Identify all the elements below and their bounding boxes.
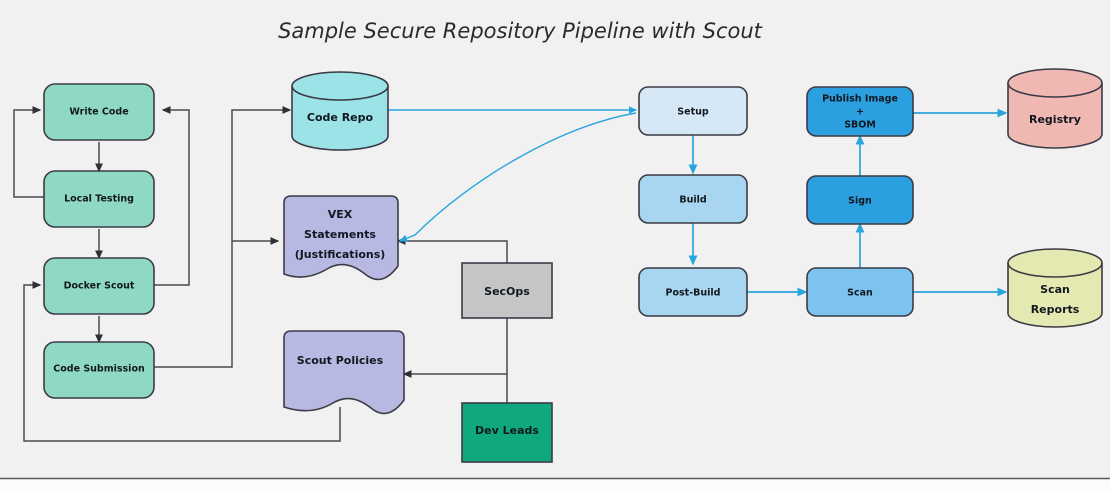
node-build[interactable]: Build — [638, 174, 748, 224]
dev-leads-shape[interactable] — [461, 402, 553, 463]
node-dev-leads[interactable]: Dev Leads — [461, 402, 553, 463]
registry-body[interactable] — [1007, 68, 1103, 149]
scan-reports-top-ellipse — [1007, 262, 1103, 278]
node-code-submission[interactable]: Code Submission — [43, 341, 155, 399]
local-testing-shape[interactable] — [43, 170, 155, 228]
code-repo-top-ellipse — [291, 85, 389, 101]
node-registry[interactable]: Registry — [1007, 68, 1103, 149]
node-write-code[interactable]: Write Code — [43, 83, 155, 141]
node-secops[interactable]: SecOps — [461, 262, 553, 319]
scan-shape[interactable] — [806, 267, 914, 317]
node-sign[interactable]: Sign — [806, 175, 914, 225]
build-shape[interactable] — [638, 174, 748, 224]
footer-band — [0, 479, 1110, 491]
code-submission-shape[interactable] — [43, 341, 155, 399]
edge-secops-to-vex-statements — [396, 237, 508, 263]
setup-shape[interactable] — [638, 86, 748, 136]
node-scan[interactable]: Scan — [806, 267, 914, 317]
edge-local-testing-to-write-code — [13, 106, 44, 198]
sign-shape[interactable] — [806, 175, 914, 225]
registry-top-ellipse — [1007, 82, 1103, 98]
node-code-repo[interactable]: Code Repo — [291, 71, 389, 151]
node-publish-image[interactable]: Publish Image + SBOM — [806, 86, 914, 137]
node-setup[interactable]: Setup — [638, 86, 748, 136]
edge-docker-scout-to-write-code — [154, 106, 190, 286]
edge-code-submission-to-code-repo — [154, 106, 292, 368]
publish-image-shape[interactable] — [806, 86, 914, 137]
edge-setup-to-vex-statements — [398, 112, 637, 242]
scan-reports-body[interactable] — [1007, 248, 1103, 328]
code-repo-body[interactable] — [291, 71, 389, 151]
scout-policies-shape[interactable] — [283, 330, 405, 415]
post-build-shape[interactable] — [638, 267, 748, 317]
write-code-shape[interactable] — [43, 83, 155, 141]
edge-scout-policies-to-docker-scout — [23, 281, 341, 442]
secops-shape[interactable] — [461, 262, 553, 319]
page-title: Sample Secure Repository Pipeline with S… — [278, 19, 763, 43]
vex-statements-shape[interactable] — [283, 195, 399, 281]
node-docker-scout[interactable]: Docker Scout — [43, 257, 155, 315]
node-local-testing[interactable]: Local Testing — [43, 170, 155, 228]
node-scan-reports[interactable]: Scan Reports — [1007, 248, 1103, 328]
docker-scout-shape[interactable] — [43, 257, 155, 315]
node-post-build[interactable]: Post-Build — [638, 267, 748, 317]
